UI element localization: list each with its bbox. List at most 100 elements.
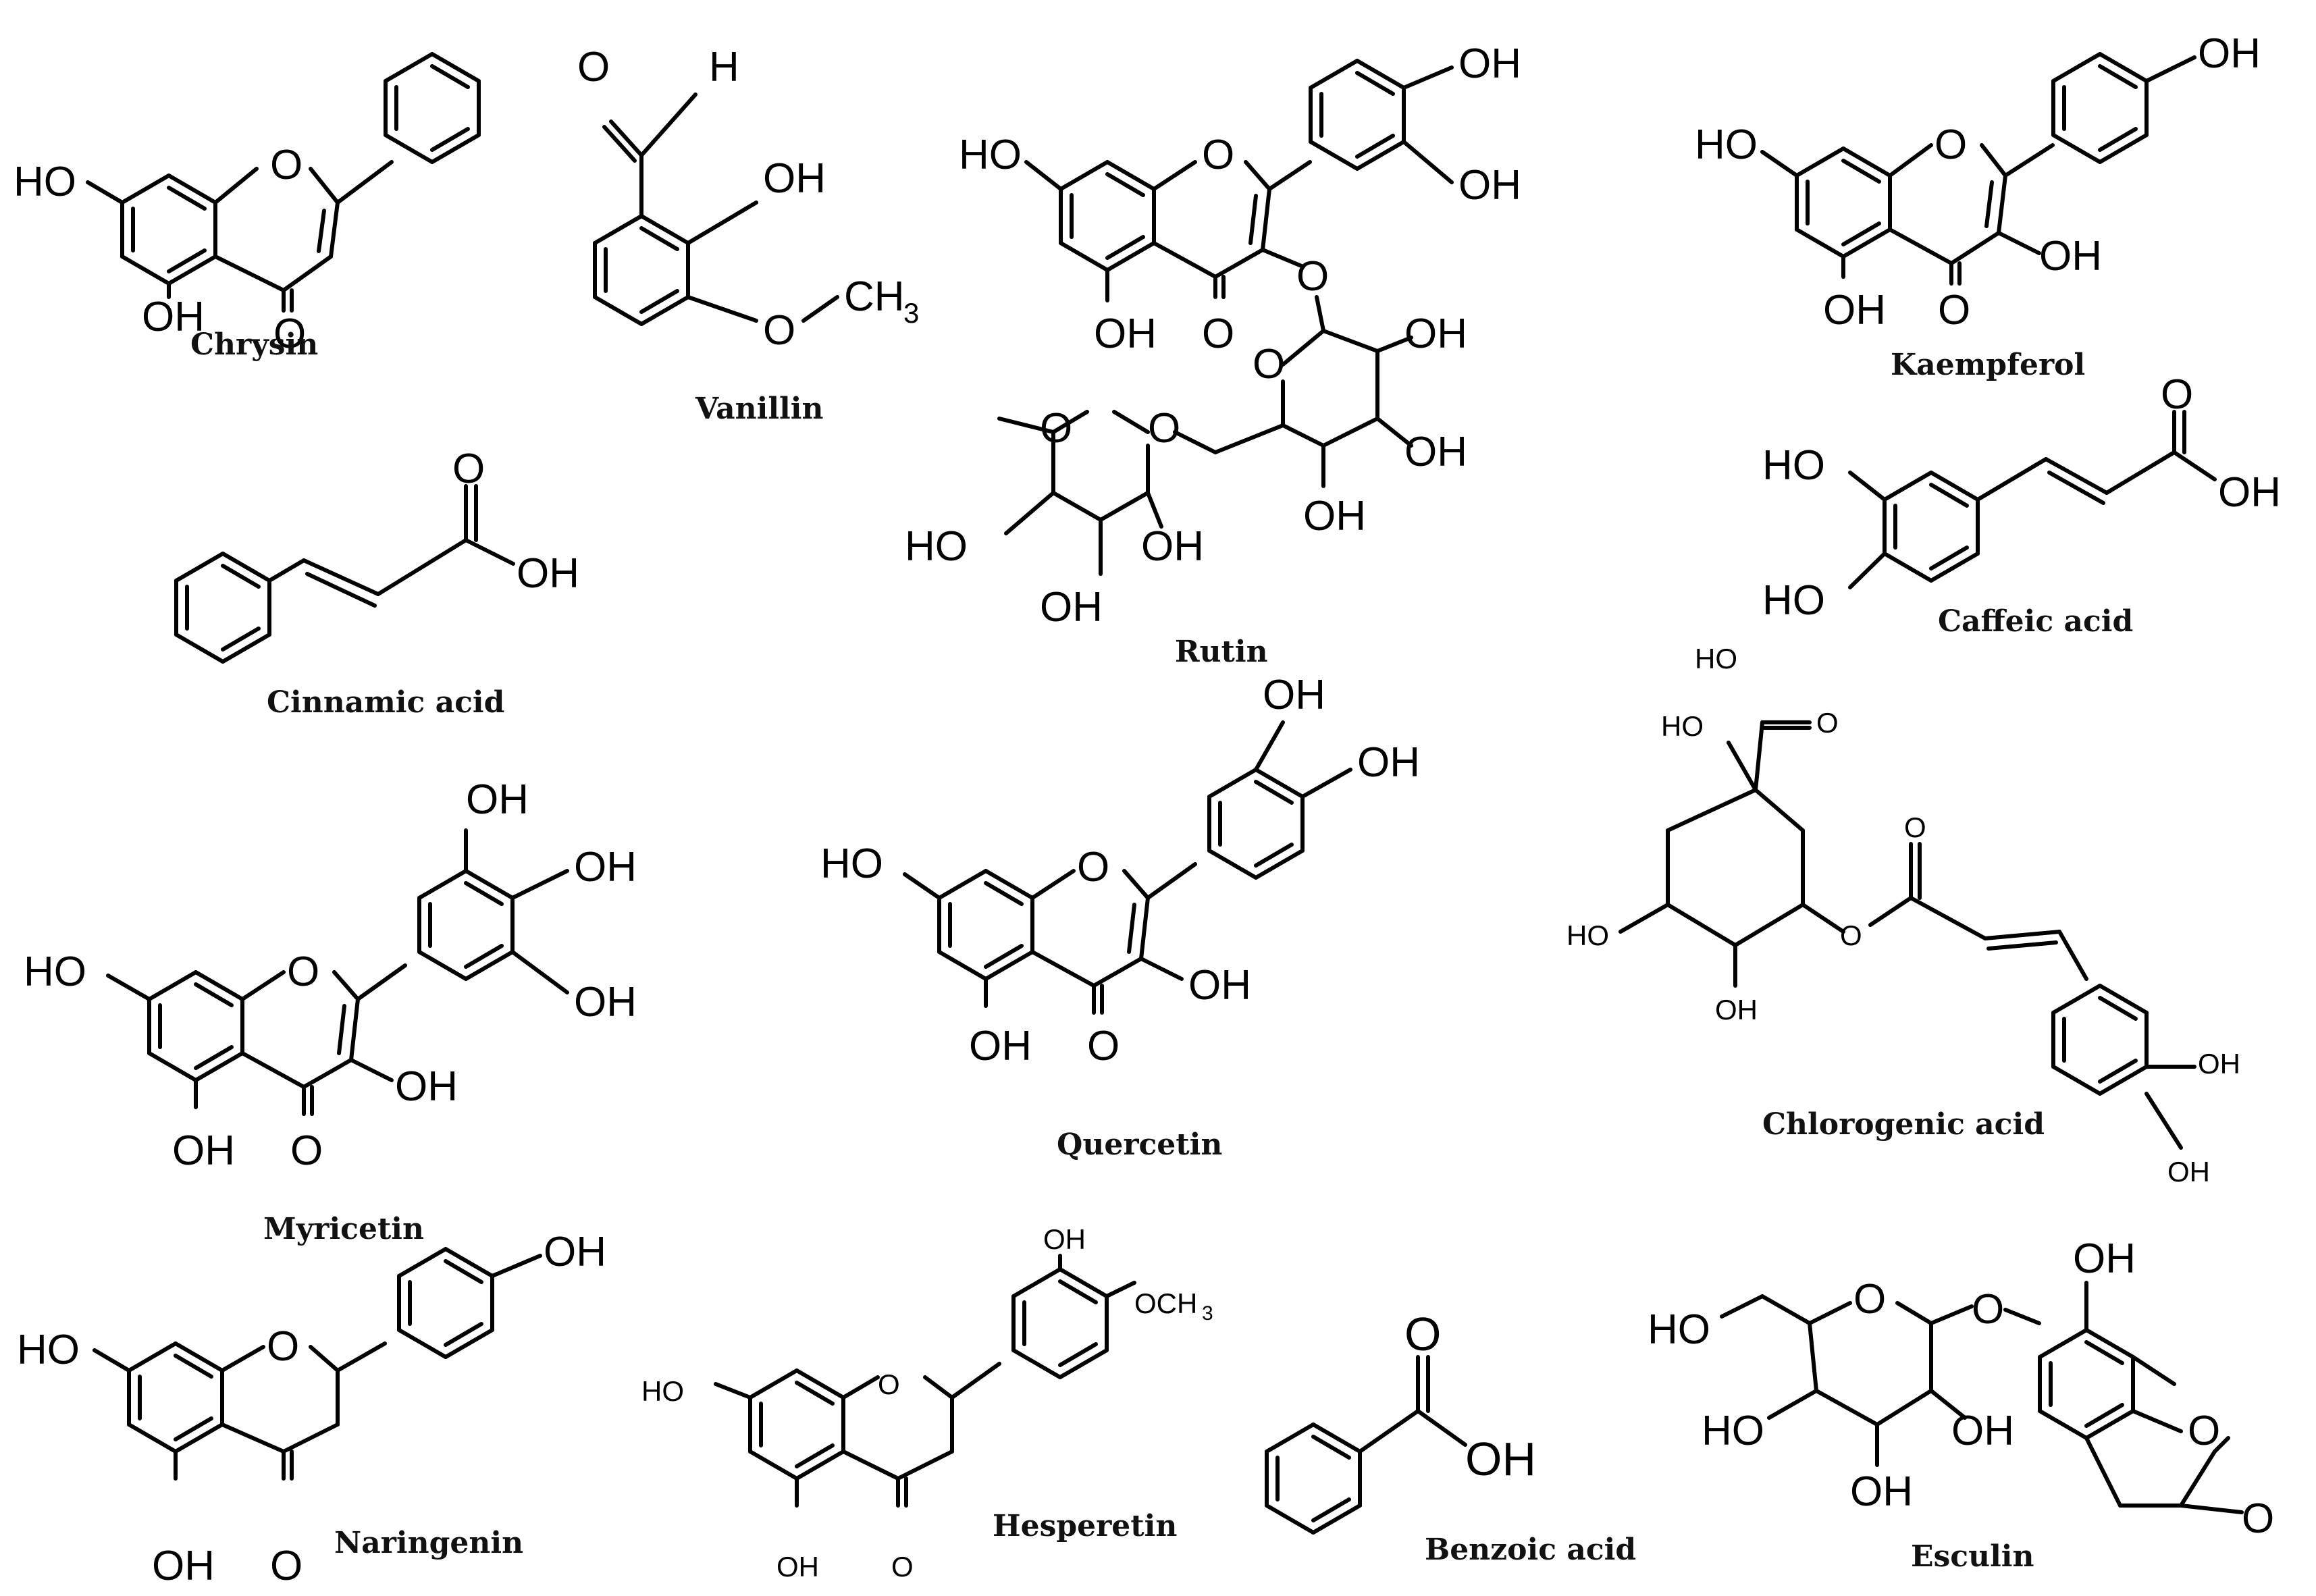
kaempferol-oh-4prime-label: OH xyxy=(2198,30,2261,77)
vanillin-name: Vanillin xyxy=(695,392,823,426)
benzoic-carbonyl-o-label: O xyxy=(1404,1308,1441,1360)
chlorogenic-ho-carboxyl-label: HO xyxy=(1695,643,1737,674)
vanillin-ch3-label: CH xyxy=(844,273,905,320)
rutin-glc-oh-3-label: OH xyxy=(1404,429,1467,475)
rutin-glycoside-o-label: O xyxy=(1296,253,1329,300)
myricetin-ho-label: HO xyxy=(24,949,86,995)
benzoic-oh-label: OH xyxy=(1465,1433,1536,1485)
rutin-rha-ho-label: HO xyxy=(905,523,968,570)
chlorogenic-acid-structure: HO O HO HO OH O O OH OH Chlorogenic acid xyxy=(1567,643,2240,1188)
cinnamic-acid-name: Cinnamic acid xyxy=(267,685,504,720)
vanillin-oh-label: OH xyxy=(763,155,826,202)
esculin-ho-6-label: HO xyxy=(1648,1306,1710,1353)
caffeic-ho-3-label: HO xyxy=(1762,442,1825,489)
esculin-oh-7-label: OH xyxy=(2073,1235,2136,1282)
rutin-structure: HO O OH O OH OH O OH O OH OH O O HO OH O… xyxy=(905,41,1521,669)
chrysin-structure: HO O OH O Chrysin xyxy=(14,54,479,362)
cinnamic-acid-structure: O OH Cinnamic acid xyxy=(176,446,579,720)
chlorogenic-ho-4-label: HO xyxy=(1567,920,1609,951)
chlorogenic-oh-4prime-label: OH xyxy=(2167,1156,2210,1188)
myricetin-structure: HO O OH O OH OH OH OH Myricetin xyxy=(24,776,637,1246)
vanillin-ch3-subscript: 3 xyxy=(903,297,919,329)
quercetin-name: Quercetin xyxy=(1057,1127,1222,1162)
chlorogenic-ester-o-label: O xyxy=(1840,920,1862,951)
chlorogenic-carbonyl-o-label: O xyxy=(1904,812,1926,843)
quercetin-oh-3-label: OH xyxy=(1188,962,1251,1009)
quercetin-structure: HO O OH O OH OH OH Quercetin xyxy=(820,672,1420,1162)
hesperetin-ho-label: HO xyxy=(641,1375,684,1407)
vanillin-aldehyde-o-label: O xyxy=(577,44,610,90)
myricetin-oh-3prime-label: OH xyxy=(466,776,529,823)
rutin-ring-o-label: O xyxy=(1202,132,1234,178)
hesperetin-carbonyl-o-label: O xyxy=(891,1551,914,1582)
esculin-glycoside-o-label: O xyxy=(1972,1286,2004,1333)
benzoic-acid-name: Benzoic acid xyxy=(1425,1533,1636,1567)
rutin-glc-oh-4-label: OH xyxy=(1303,493,1366,539)
hesperetin-oh-3prime-label: OH xyxy=(1043,1223,1086,1255)
naringenin-structure: HO O OH O OH Naringenin xyxy=(17,1229,606,1589)
caffeic-ho-4-label: HO xyxy=(1762,577,1825,624)
caffeic-acid-name: Caffeic acid xyxy=(1938,604,2133,639)
rutin-oh-4prime-label: OH xyxy=(1458,162,1521,209)
chrysin-ring-o-label: O xyxy=(270,142,302,188)
quercetin-oh-4prime-label: OH xyxy=(1357,739,1420,786)
chrysin-oh-label: OH xyxy=(142,294,205,340)
esculin-oh-3-label: OH xyxy=(1850,1468,1913,1515)
rutin-rha-oh-3-label: OH xyxy=(1141,523,1204,570)
rutin-rha-oh-4-label: OH xyxy=(1040,584,1103,631)
caffeic-oh-label: OH xyxy=(2218,469,2281,516)
rutin-rha-ring-o-label: O xyxy=(1040,405,1072,452)
chlorogenic-acid-name: Chlorogenic acid xyxy=(1762,1107,2045,1142)
rutin-ho-label: HO xyxy=(959,132,1022,178)
vanillin-ether-o-label: O xyxy=(763,307,795,354)
caffeic-carbonyl-o-label: O xyxy=(2161,371,2193,418)
myricetin-oh-4prime-label: OH xyxy=(574,844,637,890)
benzoic-acid-structure: O OH Benzoic acid xyxy=(1267,1308,1636,1567)
chlorogenic-carboxyl-o-label: O xyxy=(1816,707,1839,739)
hesperetin-och3-label: OCH xyxy=(1134,1287,1197,1319)
kaempferol-ring-o-label: O xyxy=(1935,122,1967,168)
myricetin-oh-5-label: OH xyxy=(172,1127,235,1174)
cinnamic-oh-label: OH xyxy=(517,550,579,597)
esculin-oh-2-label: OH xyxy=(1951,1408,2014,1454)
naringenin-name: Naringenin xyxy=(334,1526,523,1560)
esculin-name: Esculin xyxy=(1911,1539,2034,1574)
esculin-structure: HO O HO OH OH O OH O O Esculin xyxy=(1648,1235,2274,1574)
quercetin-carbonyl-o-label: O xyxy=(1087,1023,1120,1069)
hesperetin-name: Hesperetin xyxy=(993,1509,1177,1543)
chlorogenic-ho-1-label: HO xyxy=(1661,710,1704,742)
esculin-lactone-o-label: O xyxy=(2188,1408,2220,1454)
vanillin-structure: O H OH O CH 3 Vanillin xyxy=(577,44,919,426)
kaempferol-structure: HO O OH O OH OH Kaempferol xyxy=(1695,30,2261,382)
myricetin-name: Myricetin xyxy=(263,1212,424,1246)
myricetin-oh-3-label: OH xyxy=(395,1063,458,1110)
naringenin-oh-5-label: OH xyxy=(152,1543,215,1589)
kaempferol-ho-label: HO xyxy=(1695,122,1758,168)
naringenin-oh-4prime-label: OH xyxy=(544,1229,606,1275)
naringenin-ring-o-label: O xyxy=(267,1323,299,1370)
kaempferol-name: Kaempferol xyxy=(1891,348,2085,382)
rutin-link-o-label: O xyxy=(1148,405,1180,452)
hesperetin-structure: HO O OH O OH OCH 3 Hesperetin xyxy=(641,1223,1213,1582)
myricetin-carbonyl-o-label: O xyxy=(290,1127,323,1174)
vanillin-aldehyde-h-label: H xyxy=(709,44,739,90)
kaempferol-oh-3-label: OH xyxy=(2039,233,2102,280)
rutin-oh-5-label: OH xyxy=(1094,311,1157,357)
rutin-name: Rutin xyxy=(1175,635,1268,669)
cinnamic-carbonyl-o-label: O xyxy=(452,446,485,492)
rutin-oh-3prime-label: OH xyxy=(1458,41,1521,87)
hesperetin-oh-5-label: OH xyxy=(777,1551,819,1582)
chrysin-ho-label: HO xyxy=(14,159,76,205)
chrysin-carbonyl-o-label: O xyxy=(273,311,306,357)
esculin-ho-4-label: HO xyxy=(1702,1408,1764,1454)
naringenin-carbonyl-o-label: O xyxy=(270,1543,302,1589)
naringenin-ho-label: HO xyxy=(17,1327,80,1373)
chrysin-name: Chrysin xyxy=(190,327,318,362)
kaempferol-oh-5-label: OH xyxy=(1823,287,1886,334)
quercetin-oh-5-label: OH xyxy=(969,1023,1032,1069)
chlorogenic-oh-3prime-label: OH xyxy=(2198,1048,2240,1080)
rutin-carbonyl-o-label: O xyxy=(1202,311,1234,357)
rutin-glc-oh-2-label: OH xyxy=(1404,311,1467,357)
esculin-glc-ring-o-label: O xyxy=(1853,1276,1886,1323)
